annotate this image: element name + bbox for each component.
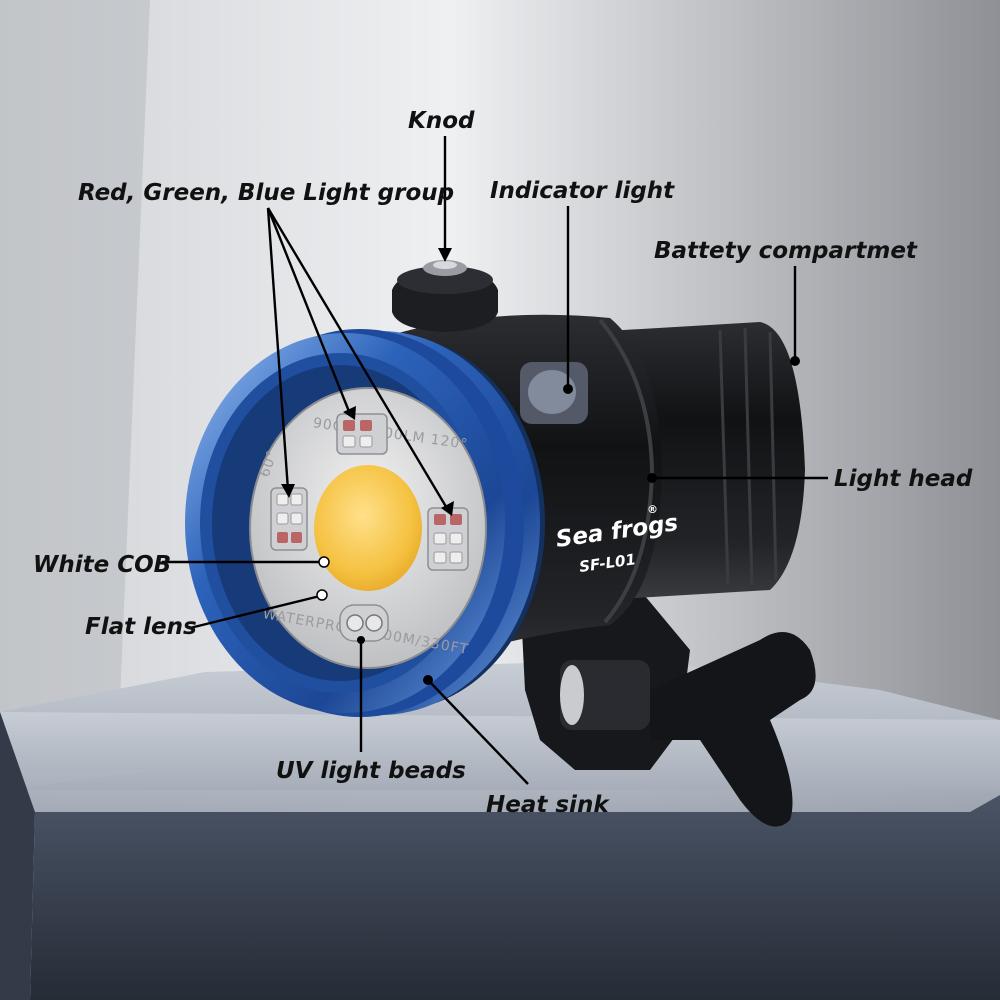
- label-white-cob: White COB: [33, 552, 171, 578]
- pedestal-side: [0, 712, 35, 1000]
- bracket-plate: [560, 660, 650, 730]
- led-white-icon: [290, 493, 303, 506]
- mount-bracket: [520, 590, 816, 827]
- rgb-led-group-top: [336, 413, 388, 455]
- led-red-icon: [434, 514, 446, 525]
- led-red-icon: [360, 420, 372, 431]
- uv-bead-icon: [346, 614, 364, 632]
- led-red-icon: [277, 532, 288, 543]
- background-shadow: [0, 0, 150, 720]
- leader-heat-sink: [427, 679, 529, 785]
- uv-bead-icon: [365, 614, 383, 632]
- label-heat-sink: Heat sink: [486, 792, 610, 818]
- dot-marker-icon: [357, 636, 365, 644]
- brand-mark: ®: [647, 503, 658, 516]
- label-flat-lens: Flat lens: [85, 614, 197, 640]
- leader-rgb-right: [266, 207, 450, 511]
- dot-marker-icon: [563, 384, 573, 394]
- leader-rgb-top: [266, 207, 352, 415]
- label-indicator: Indicator light: [490, 178, 675, 204]
- dot-marker-icon: [423, 675, 433, 685]
- callout-labels: Knod Red, Green, Blue Light group Indica…: [33, 108, 973, 818]
- knob-top: [397, 266, 493, 294]
- led-white-icon: [449, 532, 463, 545]
- bracket-bolt: [560, 665, 584, 725]
- battery-rib-3: [768, 331, 778, 581]
- rgb-led-group-right: [427, 507, 469, 571]
- label-light-head: Light head: [834, 466, 973, 492]
- led-white-icon: [290, 512, 303, 525]
- dot-marker-icon: [318, 556, 330, 568]
- uv-light-beads: [339, 604, 389, 642]
- knob-button-highlight: [433, 261, 457, 269]
- pedestal-front: [30, 795, 1000, 1000]
- knob: [392, 260, 498, 332]
- leader-lines: [162, 136, 828, 785]
- led-white-icon: [433, 551, 447, 564]
- pedestal: [0, 660, 1000, 1000]
- leader-rgb-left: [266, 207, 290, 491]
- arrow-head-icon: [281, 484, 295, 498]
- led-red-icon: [291, 532, 302, 543]
- thumb-screw-icon: [650, 632, 816, 827]
- led-red-icon: [343, 420, 355, 431]
- led-white-icon: [433, 532, 447, 545]
- white-cob-icon: [314, 465, 422, 591]
- lens-plate-rim: [249, 387, 487, 669]
- arrow-head-icon: [343, 406, 356, 420]
- led-white-icon: [276, 512, 289, 525]
- battery-rib-1: [718, 329, 730, 586]
- arrow-head-icon: [438, 248, 452, 262]
- arrow-head-icon: [441, 501, 454, 516]
- label-knob: Knod: [408, 108, 475, 134]
- battery-rib-2: [743, 327, 754, 586]
- led-white-icon: [276, 493, 289, 506]
- led-white-icon: [449, 551, 463, 564]
- indicator-light-icon: [528, 370, 576, 414]
- led-white-icon: [359, 435, 373, 448]
- label-battery: Battety compartmet: [654, 238, 918, 264]
- dot-marker-icon: [790, 356, 800, 366]
- dot-marker-icon: [316, 589, 328, 601]
- leader-flat-lens: [189, 594, 321, 630]
- dot-marker-icon: [647, 473, 657, 483]
- label-uv-beads: UV light beads: [276, 758, 466, 784]
- led-red-icon: [450, 514, 462, 525]
- label-rgb-group: Red, Green, Blue Light group: [78, 180, 454, 206]
- led-white-icon: [342, 435, 356, 448]
- head-seam: [598, 318, 655, 624]
